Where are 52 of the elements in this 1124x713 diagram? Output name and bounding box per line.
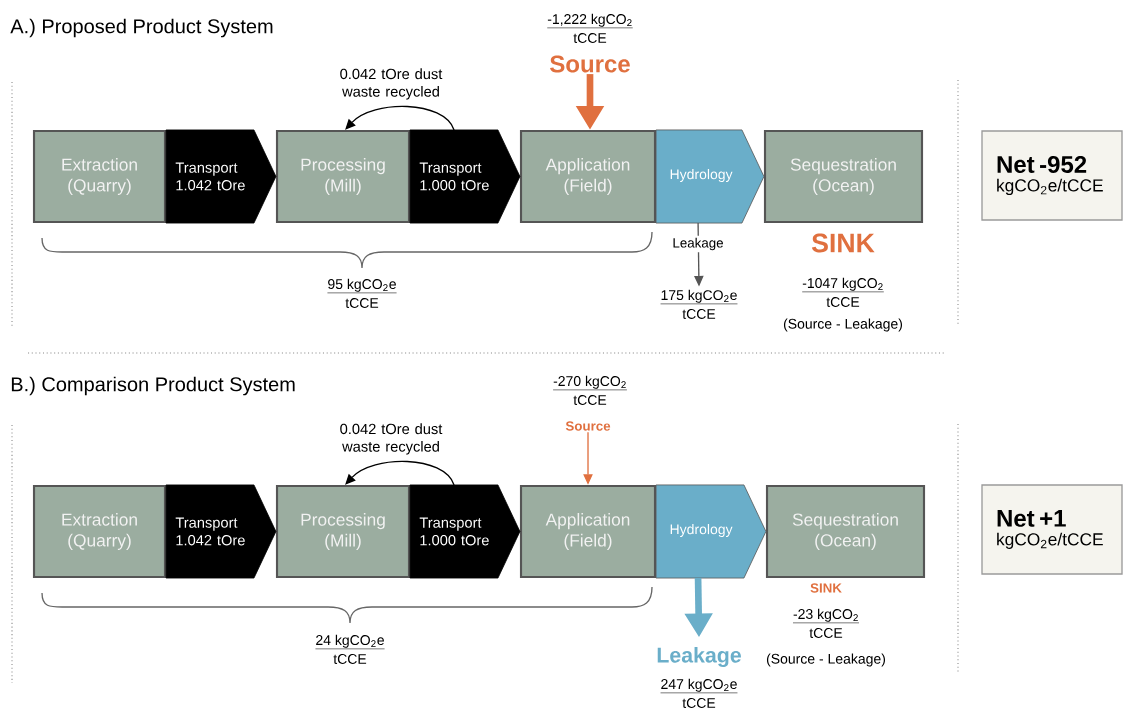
unit-text: tCCE (573, 395, 607, 405)
result-box: Net +1 kgCO$_{2}$e/tCCE (981, 484, 1123, 575)
section-title: B.) Comparison Product System (11, 376, 295, 396)
source-label: Source (550, 55, 630, 73)
hydrology-arrow (655, 484, 767, 579)
arrow-label: Hydrology (670, 523, 733, 537)
value-text: 247 kgCO$_{2}$e (661, 678, 737, 692)
note-text: (Source - Leakage) (766, 653, 885, 667)
result-box: Net -952 kgCO$_{2}$e/tCCE (981, 130, 1123, 221)
process-box: Sequestration (Ocean) (763, 129, 924, 224)
value-text: -1,222 kgCO$_{2}$ (547, 13, 632, 27)
arrow-label: Transport 1.000 tOre (419, 162, 489, 191)
unit-text: tCCE (573, 33, 607, 43)
source-label: Source (565, 421, 611, 431)
sink-label: SINK (811, 233, 875, 253)
process-box: Processing (Mill) (275, 484, 411, 579)
process-box: Processing (Mill) (275, 129, 411, 224)
process-box: Extraction (Quarry) (32, 129, 167, 224)
edge-label: 0.042 tOre dust waste recycled (340, 68, 443, 100)
transport-arrow (409, 129, 521, 224)
unit-text: tCCE (682, 698, 716, 708)
edge-label: Leakage (673, 237, 723, 251)
process-box: Sequestration (Ocean) (765, 484, 926, 579)
value-text: -1047 kgCO$_{2}$ (802, 277, 883, 291)
arrow (345, 105, 455, 131)
arrow-label: Hydrology (670, 168, 733, 182)
edge-label: 0.042 tOre dust waste recycled (340, 423, 443, 455)
unit-text: tCCE (682, 309, 716, 319)
value-text: 24 kgCO$_{2}$e (316, 634, 384, 648)
note-text: (Source - Leakage) (783, 318, 902, 332)
sink-label: SINK (810, 583, 842, 593)
unit-text: tCCE (345, 298, 379, 308)
transport-arrow (165, 129, 277, 224)
unit-text: tCCE (809, 628, 843, 638)
arrow-label: Transport 1.042 tOre (175, 517, 245, 546)
transport-arrow (409, 484, 521, 579)
value-text: 175 kgCO$_{2}$e (661, 289, 737, 303)
section-title: A.) Proposed Product System (10, 18, 273, 38)
arrow (345, 460, 455, 486)
arrow-label: Transport 1.042 tOre (175, 162, 245, 191)
hydrology-arrow (655, 129, 765, 224)
value-text: 95 kgCO$_{2}$e (328, 278, 396, 292)
leakage-label: Leakage (657, 647, 741, 667)
transport-arrow (165, 484, 277, 579)
process-box: Application (Field) (519, 129, 657, 224)
value-text: -23 kgCO$_{2}$ (793, 608, 858, 622)
unit-text: tCCE (826, 297, 860, 307)
value-text: -270 kgCO$_{2}$ (553, 375, 626, 389)
unit-text: tCCE (333, 654, 367, 664)
process-box: Application (Field) (519, 484, 657, 579)
arrow-label: Transport 1.000 tOre (419, 517, 489, 546)
process-box: Extraction (Quarry) (32, 484, 167, 579)
